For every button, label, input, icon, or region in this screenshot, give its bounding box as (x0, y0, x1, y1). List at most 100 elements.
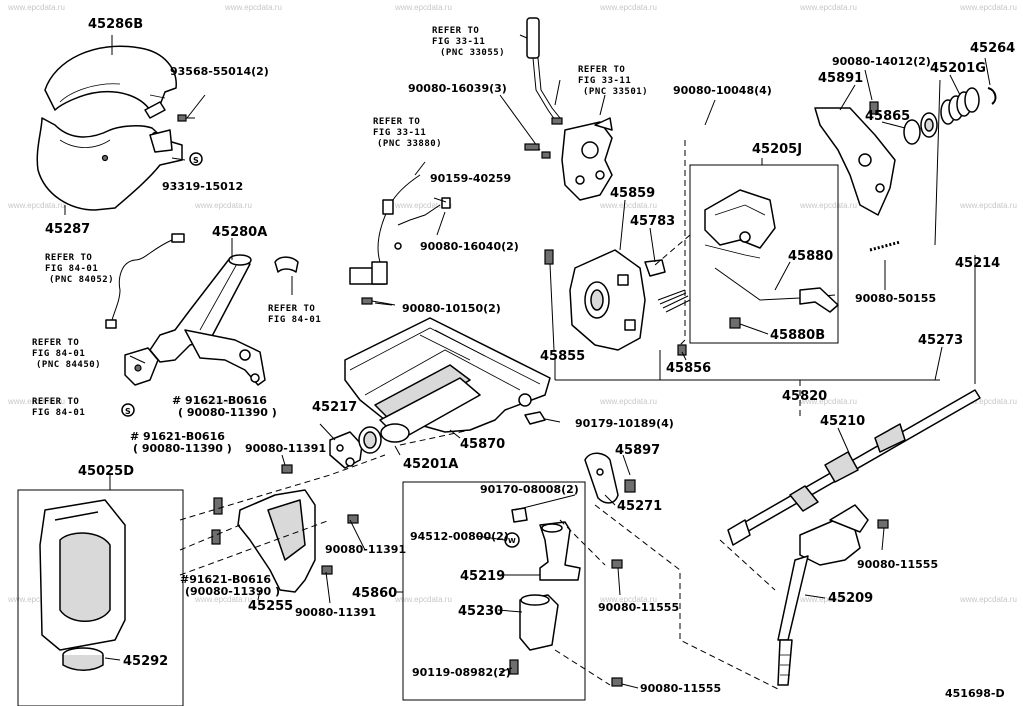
refer-line: (PNC 33055) (440, 48, 505, 58)
label-45264: 45264 (970, 41, 1015, 56)
label-91621-B0616-c: #91621-B0616 (180, 573, 271, 586)
refer-note-33055: REFER TO FIG 33-11 (PNC 33055) (432, 26, 505, 58)
label-45820: 45820 (782, 389, 827, 404)
lower-column-cover (36, 117, 183, 211)
watermark: www.epcdata.ru (959, 201, 1017, 210)
label-45273: 45273 (918, 333, 963, 348)
label-90080-16039: 90080-16039(3) (408, 82, 507, 95)
upper-column-cover (44, 45, 177, 119)
refer-line: REFER TO (45, 253, 92, 263)
refer-line: REFER TO (268, 304, 315, 314)
bracket-45255 (211, 464, 359, 593)
refer-note-84450: REFER TO FIG 84-01 (PNC 84450) (32, 338, 101, 370)
label-45025D: 45025D (78, 464, 134, 479)
clip-93319: S (171, 152, 203, 166)
refer-notes: REFER TO FIG 33-11 (PNC 33055) REFER TO … (32, 26, 648, 418)
label-45201A: 45201A (403, 457, 458, 472)
refer-line: FIG 84-01 (268, 315, 321, 325)
watermark: www.epcdata.ru (7, 201, 65, 210)
watermark: www.epcdata.ru (7, 595, 65, 604)
label-45859: 45859 (610, 186, 655, 201)
shift-lever (519, 17, 563, 125)
label-45856: 45856 (666, 361, 711, 376)
watermark: www.epcdata.ru (599, 595, 657, 604)
label-45855: 45855 (540, 349, 585, 364)
refer-line: FIG 84-01 (45, 264, 98, 274)
label-90080-11390-a: ( 90080-11390 ) (178, 406, 277, 419)
spring-50155 (869, 240, 901, 252)
refer-note-33880: REFER TO FIG 33-11 (PNC 33880) (373, 117, 442, 149)
refer-line: FIG 84-01 (32, 349, 85, 359)
refer-line: FIG 33-11 (578, 76, 631, 86)
key-cylinder-45201A (358, 426, 382, 454)
svg-text:S: S (193, 156, 199, 165)
refer-line: REFER TO (373, 117, 420, 127)
label-45865: 45865 (865, 109, 910, 124)
label-90159-40259: 90159-40259 (430, 172, 511, 185)
watermark: www.epcdata.ru (7, 397, 65, 406)
refer-note-33501: REFER TO FIG 33-11 (PNC 33501) (578, 65, 648, 97)
svg-text:W: W (508, 537, 516, 545)
bolt-11555-right (877, 519, 889, 529)
label-45271: 45271 (617, 499, 662, 514)
label-90170-08008: 90170-08008(2) (480, 483, 579, 496)
watermark: www.epcdata.ru (799, 3, 857, 12)
label-45219: 45219 (460, 569, 505, 584)
watermark: www.epcdata.ru (959, 595, 1017, 604)
refer-line: (PNC 33501) (583, 87, 648, 97)
label-91621-B0616-a: # 91621-B0616 (172, 394, 267, 407)
watermark: www.epcdata.ru (394, 595, 452, 604)
label-90080-11555-b: 90080-11555 (857, 558, 938, 571)
label-45287: 45287 (45, 222, 90, 237)
column-tube-45280A (124, 254, 266, 386)
watermark: www.epcdata.ru (799, 595, 857, 604)
watermark: www.epcdata.ru (194, 201, 252, 210)
boot-45025D (17, 489, 184, 706)
snap-ring-45264 (987, 87, 997, 105)
leader-lines (64, 35, 991, 691)
label-90080-11390-c: (90080-11390 ) (185, 585, 280, 598)
label-90080-10048: 90080-10048(4) (673, 84, 772, 97)
watermark: www.epcdata.ru (959, 3, 1017, 12)
label-90080-50155: 90080-50155 (855, 292, 936, 305)
refer-note-84-01-a: REFER TO FIG 84-01 (268, 304, 321, 325)
sensor-wire (349, 174, 451, 306)
universal-joint-45209 (777, 504, 869, 686)
clamp-45271 (584, 452, 636, 504)
label-90119-08982: 90119-08982(2) (412, 666, 511, 679)
watermark: www.epcdata.ru (959, 397, 1017, 406)
refer-line: FIG 33-11 (432, 37, 485, 47)
refer-note-84-01-b: REFER TO FIG 84-01 (32, 397, 85, 418)
label-45210: 45210 (820, 414, 865, 429)
lock-housing-45859 (569, 249, 646, 351)
watermark: www.epcdata.ru (224, 3, 282, 12)
watermark: www.epcdata.ru (599, 3, 657, 12)
label-45897: 45897 (615, 443, 660, 458)
watermark: www.epcdata.ru (599, 397, 657, 406)
label-90080-10150: 90080-10150(2) (402, 302, 501, 315)
nut-90179 (524, 411, 561, 425)
seal-45292 (62, 647, 104, 671)
label-45286B: 45286B (88, 17, 143, 32)
watermark: www.epcdata.ru (394, 3, 452, 12)
svg-text:S: S (125, 407, 131, 416)
watermark: www.epcdata.ru (799, 201, 857, 210)
bolt-16039 (499, 94, 551, 159)
refer-line: REFER TO (432, 26, 479, 36)
label-91621-B0616-b: # 91621-B0616 (130, 430, 225, 443)
refer-line: (PNC 84052) (49, 275, 114, 285)
watermark: www.epcdata.ru (599, 201, 657, 210)
cover-screw (177, 94, 206, 122)
label-45230: 45230 (458, 604, 503, 619)
clip-bracket (274, 256, 299, 273)
label-45880: 45880 (788, 249, 833, 264)
lock-assembly-box: W (402, 481, 623, 701)
label-45292: 45292 (123, 654, 168, 669)
label-90080-16040: 90080-16040(2) (420, 240, 519, 253)
label-45214: 45214 (955, 256, 1000, 271)
label-90080-11555-a: 90080-11555 (598, 601, 679, 614)
watermark-layer: www.epcdata.ru www.epcdata.ru www.epcdat… (7, 3, 1017, 604)
watermark: www.epcdata.ru (799, 397, 857, 406)
label-45201G: 45201G (930, 61, 986, 76)
